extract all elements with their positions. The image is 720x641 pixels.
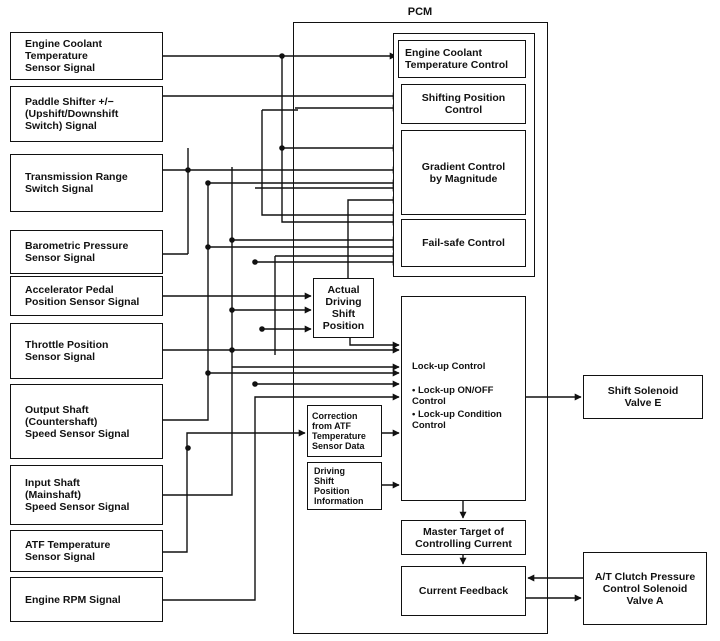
junction-dot bbox=[252, 381, 258, 387]
failsafe-control-block: Fail-safe Control bbox=[401, 219, 526, 267]
junction-dot bbox=[205, 180, 211, 186]
lockup-control-title: Lock-up Control bbox=[412, 361, 486, 372]
junction-dot bbox=[205, 244, 211, 250]
ect-control-block: Engine Coolant Temperature Control bbox=[398, 40, 526, 78]
shifting-position-control-block: Shifting Position Control bbox=[401, 84, 526, 124]
shift-solenoid-e-block: Shift Solenoid Valve E bbox=[583, 375, 703, 419]
input-output-shaft-speed-signal: Output Shaft (Countershaft) Speed Sensor… bbox=[10, 384, 163, 459]
atf-correction-block: Correction from ATF Temperature Sensor D… bbox=[307, 405, 382, 457]
wire-iss bbox=[163, 167, 233, 496]
wire-oss bbox=[163, 179, 400, 421]
junction-dot bbox=[252, 259, 258, 265]
junction-dot bbox=[279, 53, 285, 59]
lockup-control-block: Lock-up Control • Lock-up ON/OFF Control… bbox=[401, 296, 526, 501]
input-throttle-position-signal: Throttle Position Sensor Signal bbox=[10, 323, 163, 379]
junction-dot bbox=[259, 326, 265, 332]
master-target-block: Master Target of Controlling Current bbox=[401, 520, 526, 555]
input-paddle-shifter-signal: Paddle Shifter +/− (Upshift/Downshift Sw… bbox=[10, 86, 163, 142]
actual-driving-shift-position-block: Actual Driving Shift Position bbox=[313, 278, 374, 338]
junction-dot bbox=[185, 167, 191, 173]
wire-rpm bbox=[163, 393, 400, 601]
input-barometric-pressure-signal: Barometric Pressure Sensor Signal bbox=[10, 230, 163, 274]
current-feedback-block: Current Feedback bbox=[401, 566, 526, 616]
junction-dot bbox=[205, 370, 211, 376]
junction-dot bbox=[279, 145, 285, 151]
input-engine-rpm-signal: Engine RPM Signal bbox=[10, 577, 163, 622]
input-accelerator-pedal-signal: Accelerator Pedal Position Sensor Signal bbox=[10, 276, 163, 316]
wire-ect-branch bbox=[281, 56, 400, 226]
junction-dot bbox=[185, 445, 191, 451]
pcm-label: PCM bbox=[407, 6, 433, 18]
junction-dot bbox=[229, 347, 235, 353]
lockup-condition-item: • Lock-up Condition Control bbox=[412, 409, 502, 431]
input-ect-signal: Engine Coolant Temperature Sensor Signal bbox=[10, 32, 163, 80]
pcm-frame bbox=[293, 22, 548, 634]
wire-actual-lockup bbox=[349, 338, 400, 349]
junction-dot bbox=[229, 307, 235, 313]
wire-atf bbox=[163, 429, 306, 553]
bus-paddle-failsafe bbox=[261, 110, 400, 219]
wire-actual-gradient bbox=[347, 196, 400, 278]
input-transmission-range-signal: Transmission Range Switch Signal bbox=[10, 154, 163, 212]
input-input-shaft-speed-signal: Input Shaft (Mainshaft) Speed Sensor Sig… bbox=[10, 465, 163, 525]
input-atf-temperature-signal: ATF Temperature Sensor Signal bbox=[10, 530, 163, 572]
lockup-onoff-item: • Lock-up ON/OFF Control bbox=[412, 385, 494, 407]
driving-shift-info-block: Driving Shift Position Information bbox=[307, 462, 382, 510]
junction-dot bbox=[229, 237, 235, 243]
clutch-solenoid-a-block: A/T Clutch Pressure Control Solenoid Val… bbox=[583, 552, 707, 625]
gradient-control-block: Gradient Control by Magnitude bbox=[401, 130, 526, 215]
